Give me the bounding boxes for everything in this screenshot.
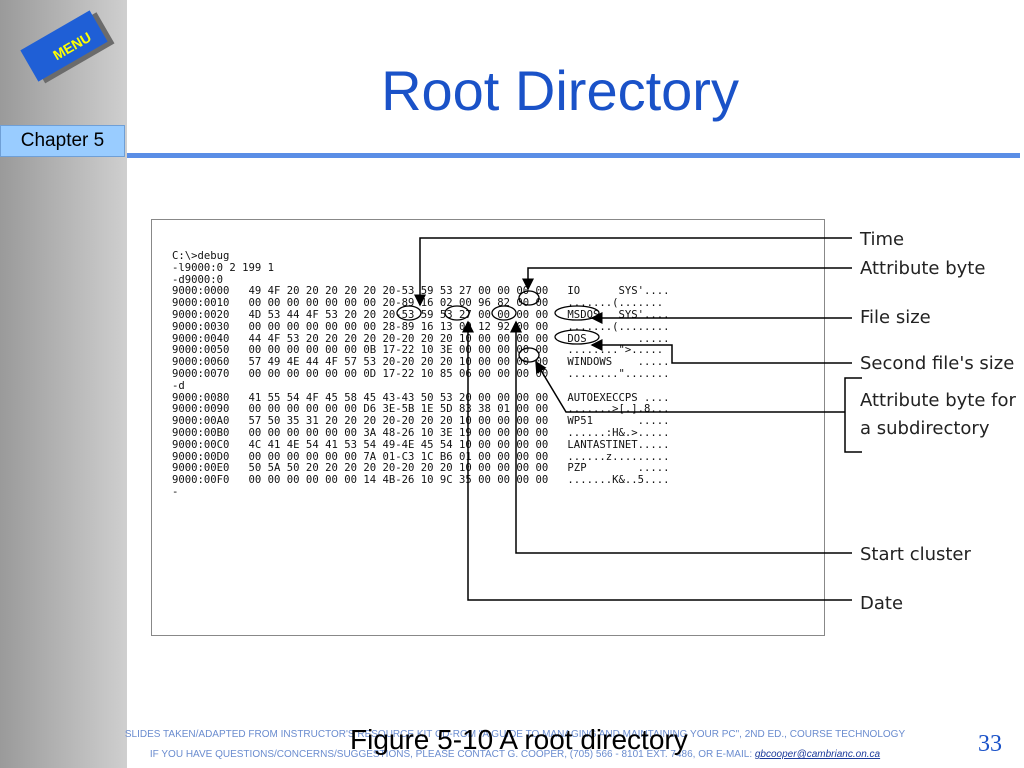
debug-dump-figure: C:\>debug-l9000:0 2 199 1-d9000:0 9000:00… — [151, 219, 825, 636]
footer-line-1: SLIDES TAKEN/ADAPTED FROM INSTRUCTOR'S R… — [124, 729, 906, 740]
dump-line: 9000:0020 4D 53 44 4F 53 20 20 20-53 59 … — [172, 308, 670, 321]
dump-line: C:\>debug — [172, 250, 230, 262]
page-number: 33 — [978, 731, 1002, 757]
dump-line: 9000:0070 00 00 00 00 00 00 0D 17-22 10 … — [172, 367, 670, 380]
dump-line: 9000:00C0 4C 41 4E 54 41 53 54 49-4E 45 … — [172, 438, 670, 451]
dump-line: - — [172, 485, 179, 498]
callout-time: Time — [860, 229, 905, 250]
callout-second-file-size: Second file's size — [860, 353, 1015, 374]
dump-line: 9000:00F0 00 00 00 00 00 00 14 4B-26 10 … — [172, 474, 670, 487]
dump-line: -d — [172, 379, 185, 392]
dump-line: -d9000:0 — [172, 273, 224, 286]
callout-attr-subdir-line1: Attribute byte for — [860, 390, 1016, 411]
dump-line: 9000:0030 00 00 00 00 00 00 00 28-89 16 … — [172, 320, 670, 333]
menu-button[interactable]: MENU — [14, 10, 110, 82]
footer-email-link[interactable]: gbcooper@cambrianc.on.ca — [754, 749, 881, 760]
callout-start-cluster: Start cluster — [860, 544, 971, 565]
footer-line-2: IF YOU HAVE QUESTIONS/CONCERNS/SUGGESTIO… — [40, 749, 990, 760]
hex-dump-text: C:\>debug-l9000:0 2 199 1-d9000:0 9000:00… — [172, 250, 670, 499]
figure-caption: Figure 5-10 A root directory — [350, 724, 688, 755]
dump-line: -l9000:0 2 199 1 — [172, 261, 275, 274]
dump-line: 9000:00B0 00 00 00 00 00 00 3A 48-26 10 … — [172, 426, 670, 439]
sidebar — [0, 0, 127, 768]
callout-attr-subdir-line2: a subdirectory — [860, 418, 990, 439]
callout-attribute-byte: Attribute byte — [860, 258, 986, 279]
footer-line-2-text: IF YOU HAVE QUESTIONS/CONCERNS/SUGGESTIO… — [149, 749, 753, 760]
callout-file-size: File size — [860, 307, 931, 328]
title-underline-rule — [127, 153, 1020, 158]
callout-date: Date — [860, 593, 904, 614]
chapter-label[interactable]: Chapter 5 — [0, 125, 125, 157]
slide-title: Root Directory — [381, 59, 739, 122]
